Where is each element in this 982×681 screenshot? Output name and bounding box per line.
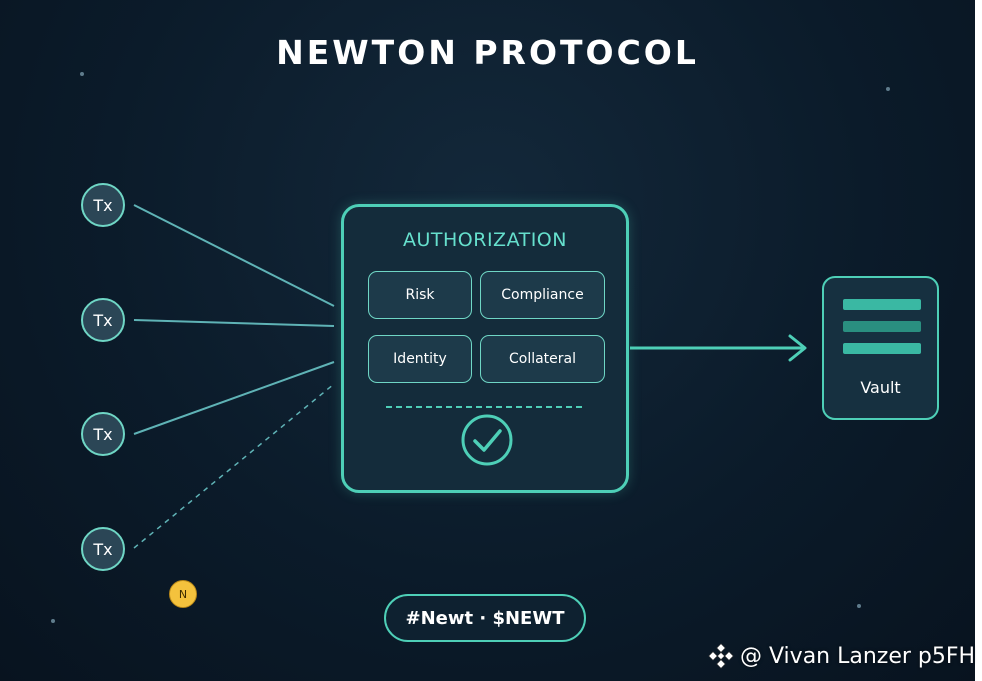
check-chip-collateral: Collateral — [480, 335, 605, 383]
tx-link-1 — [133, 204, 335, 307]
background-dot — [857, 604, 861, 608]
vault-label: Vault — [860, 378, 901, 397]
tx-node-4: Tx — [81, 527, 125, 571]
authorization-title: AUTHORIZATION — [403, 229, 567, 251]
background-dot — [80, 72, 84, 76]
check-chip-identity: Identity — [368, 335, 472, 383]
vault-box: Vault — [822, 276, 939, 420]
check-chip-risk: Risk — [368, 271, 472, 319]
authorization-box: AUTHORIZATION Risk Compliance Identity C… — [341, 204, 629, 493]
binance-diamond-icon — [708, 643, 734, 669]
check-chip-compliance: Compliance — [480, 271, 605, 319]
tx-node-3: Tx — [81, 412, 125, 456]
hashtag-pill: #Newt · $NEWT — [384, 594, 586, 642]
separator-dashed-line — [386, 406, 582, 408]
checkmark-circle-icon — [461, 414, 513, 466]
tx-link-2 — [133, 319, 335, 327]
tx-node-1: Tx — [81, 183, 125, 227]
watermark: @ Vivan Lanzer p5FH — [708, 640, 975, 672]
tx-link-3 — [133, 361, 335, 435]
tx-node-2: Tx — [81, 298, 125, 342]
diagram-title: NEWTON PROTOCOL — [276, 33, 699, 72]
tx-link-4 — [133, 383, 335, 549]
coin-icon: N — [169, 580, 197, 608]
watermark-text: @ Vivan Lanzer p5FH — [740, 643, 976, 669]
background-dot — [886, 87, 890, 91]
background-dot — [51, 619, 55, 623]
arrow-head — [788, 334, 807, 362]
